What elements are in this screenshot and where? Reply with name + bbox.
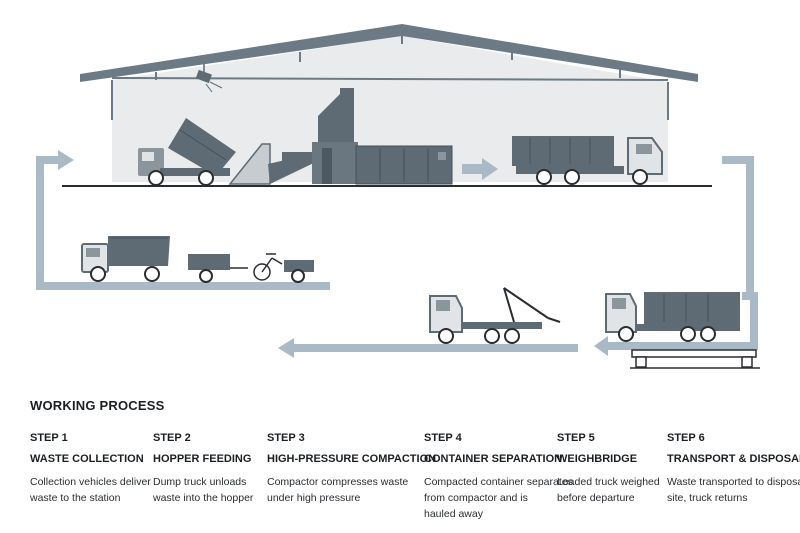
step-4-desc-line: Compacted container separates [424,476,573,488]
step-1-desc-line: Collection vehicles deliver [30,476,151,488]
step-1-number: STEP 1 [30,432,68,444]
step-3-desc-line: under high pressure [267,492,361,504]
weighbridge-truck [605,292,740,342]
step-4: STEP 4 CONTAINER SEPARATION Compacted co… [424,432,573,522]
compactor-unit [312,88,358,184]
step-3-number: STEP 3 [267,432,305,444]
step-2: STEP 2 HOPPER FEEDING Dump truck unloads… [153,432,253,506]
hopper-ramp [228,143,332,185]
step-5-desc-line: Loaded truck weighed [557,476,660,488]
flow-step5-feed [608,292,758,350]
loaded-container-truck [512,136,663,185]
step-4-desc-line: hauled away [424,508,483,520]
step-2-number: STEP 2 [153,432,191,444]
step-6-number: STEP 6 [667,432,705,444]
step-1-desc-line: waste to the station [30,492,121,504]
step-1-title: WASTE COLLECTION [30,453,144,465]
step-4-number: STEP 4 [424,432,462,444]
step-6-title: TRANSPORT & DISPOSAL [667,453,800,465]
step-5-number: STEP 5 [557,432,595,444]
flow-arrow-right-inner [462,158,498,180]
step-5-title: WEIGHBRIDGE [557,453,638,465]
step-3-title: HIGH-PRESSURE COMPACTION [267,453,437,465]
step-1-description: Collection vehicles deliver waste to the… [30,474,151,506]
step-5-description: Loaded truck weighed before departure [557,474,660,506]
step-3-description: Compactor compresses waste under high pr… [267,474,436,506]
step-2-desc-line: waste into the hopper [153,492,254,504]
hook-lift-truck-empty [429,287,561,344]
collection-dump-truck [81,236,170,282]
step-6-description: Waste transported to disposal site, truc… [667,474,800,506]
step-2-title: HOPPER FEEDING [153,453,252,465]
weighbridge-platform [630,349,760,369]
step-6: STEP 6 TRANSPORT & DISPOSAL Waste transp… [667,432,800,506]
working-process-title: WORKING PROCESS [30,398,165,413]
step-3-desc-line: Compactor compresses waste [267,476,409,488]
step-5-desc-line: before departure [557,492,635,504]
process-illustration [36,24,760,369]
collection-tricycle-icon [253,253,314,283]
step-6-desc-line: Waste transported to disposal [667,476,800,488]
step-4-description: Compacted container separates from compa… [424,474,573,522]
step-4-desc-line: from compactor and is [424,492,528,504]
step-1: STEP 1 WASTE COLLECTION Collection vehic… [30,432,151,506]
collection-trailer [188,254,248,283]
step-3: STEP 3 HIGH-PRESSURE COMPACTION Compacto… [267,432,436,506]
flow-arrowheads [58,150,608,358]
step-5: STEP 5 WEIGHBRIDGE Loaded truck weighed … [557,432,660,506]
step-4-title: CONTAINER SEPARATION [424,453,563,465]
compacted-container [355,145,453,185]
step-2-description: Dump truck unloads waste into the hopper [153,474,253,506]
roof [80,24,698,82]
roof-supports [111,34,669,120]
step-2-desc-line: Dump truck unloads [153,476,247,488]
step-6-desc-line: site, truck returns [667,492,748,504]
dump-truck-tipping [138,118,236,186]
ceiling-lamp-icon [195,64,223,93]
